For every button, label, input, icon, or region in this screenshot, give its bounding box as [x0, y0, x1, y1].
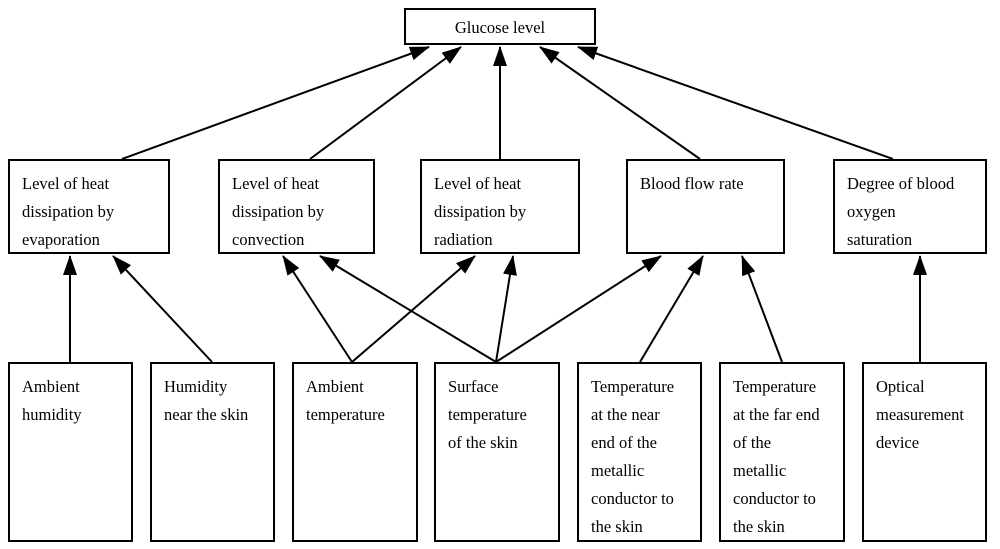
- edge-humidity-near-skin-to-heat-evaporation: [112, 255, 213, 363]
- node-heat-convection[interactable]: Level of heat dissipation by convection: [218, 159, 375, 254]
- node-blood-flow-rate[interactable]: Blood flow rate: [626, 159, 785, 254]
- edge-surface-temperature-skin-to-blood-flow-rate: [495, 255, 662, 363]
- edge-ambient-temperature-to-heat-convection: [282, 255, 353, 363]
- edge-heat-evaporation-to-glucose-level: [121, 46, 430, 160]
- node-ambient-humidity[interactable]: Ambient humidity: [8, 362, 133, 542]
- node-temperature-far-end[interactable]: Temperature at the far end of the metall…: [719, 362, 845, 542]
- node-humidity-near-skin[interactable]: Humidity near the skin: [150, 362, 275, 542]
- edge-heat-convection-to-glucose-level: [309, 46, 462, 160]
- edge-blood-flow-rate-to-glucose-level: [539, 46, 701, 160]
- node-temperature-near-end[interactable]: Temperature at the near end of the metal…: [577, 362, 702, 542]
- edge-surface-temperature-skin-to-heat-convection: [319, 255, 497, 363]
- node-blood-oxygen-saturation[interactable]: Degree of blood oxygen saturation: [833, 159, 987, 254]
- edge-ambient-temperature-to-heat-radiation: [351, 255, 476, 363]
- edge-surface-temperature-skin-to-heat-radiation: [495, 255, 517, 363]
- edge-blood-oxygen-saturation-to-glucose-level: [577, 46, 894, 160]
- node-surface-temperature-skin[interactable]: Surface temperature of the skin: [434, 362, 560, 542]
- node-optical-measurement-device[interactable]: Optical measurement device: [862, 362, 987, 542]
- node-glucose-level[interactable]: Glucose level: [404, 8, 596, 45]
- edge-temperature-far-end-to-blood-flow-rate: [741, 255, 783, 363]
- node-heat-evaporation[interactable]: Level of heat dissipation by evaporation: [8, 159, 170, 254]
- edge-temperature-near-end-to-blood-flow-rate: [639, 255, 704, 363]
- node-ambient-temperature[interactable]: Ambient temperature: [292, 362, 418, 542]
- node-heat-radiation[interactable]: Level of heat dissipation by radiation: [420, 159, 580, 254]
